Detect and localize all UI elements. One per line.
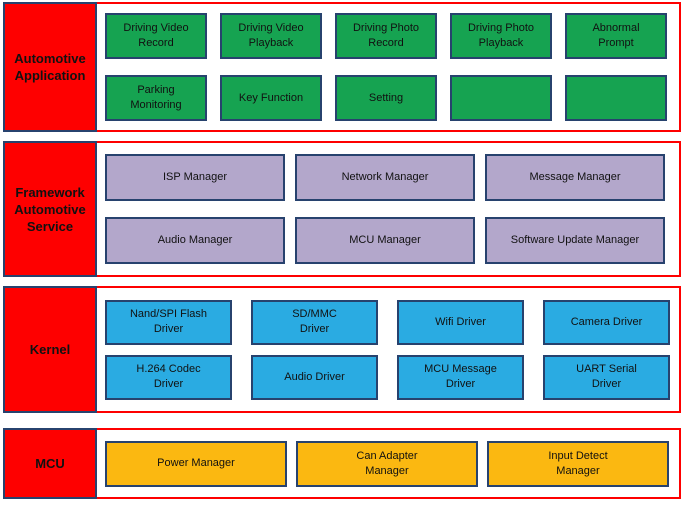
box-parking-monitoring: Parking Monitoring <box>105 75 207 121</box>
layer-mcu: MCU Power Manager Can Adapter Manager In… <box>3 428 681 499</box>
box-driving-video-record: Driving Video Record <box>105 13 207 59</box>
layer-content-mcu: Power Manager Can Adapter Manager Input … <box>105 430 679 497</box>
box-network-manager: Network Manager <box>295 154 475 201</box>
layer-label-kernel: Kernel <box>3 286 97 413</box>
box-driving-video-playback: Driving Video Playback <box>220 13 322 59</box>
box-row: ISP Manager Network Manager Message Mana… <box>105 154 679 201</box>
box-audio-driver: Audio Driver <box>251 354 378 400</box>
box-driving-photo-playback: Driving Photo Playback <box>450 13 552 59</box>
layer-content-kernel: Nand/SPI Flash Driver SD/MMC Driver Wifi… <box>105 288 679 411</box>
box-mcu-manager: MCU Manager <box>295 217 475 264</box>
box-message-manager: Message Manager <box>485 154 665 201</box>
box-empty-1 <box>450 75 552 121</box>
layer-content-automotive-application: Driving Video Record Driving Video Playb… <box>105 4 679 130</box>
layer-kernel: Kernel Nand/SPI Flash Driver SD/MMC Driv… <box>3 286 681 413</box>
box-power-manager: Power Manager <box>105 440 287 487</box>
layer-framework-automotive-service: Framework Automotive Service ISP Manager… <box>3 141 681 277</box>
box-mcu-message-driver: MCU Message Driver <box>397 354 524 400</box>
box-driving-photo-record: Driving Photo Record <box>335 13 437 59</box>
box-can-adapter-manager: Can Adapter Manager <box>296 440 478 487</box>
box-row: Parking Monitoring Key Function Setting <box>105 75 679 121</box>
box-isp-manager: ISP Manager <box>105 154 285 201</box>
box-setting: Setting <box>335 75 437 121</box>
layer-automotive-application: Automotive Application Driving Video Rec… <box>3 2 681 132</box>
box-nand-spi-flash-driver: Nand/SPI Flash Driver <box>105 299 232 345</box>
box-row: H.264 Codec Driver Audio Driver MCU Mess… <box>105 354 679 400</box>
box-wifi-driver: Wifi Driver <box>397 299 524 345</box>
box-sd-mmc-driver: SD/MMC Driver <box>251 299 378 345</box>
box-key-function: Key Function <box>220 75 322 121</box>
box-row: Nand/SPI Flash Driver SD/MMC Driver Wifi… <box>105 299 679 345</box>
box-audio-manager: Audio Manager <box>105 217 285 264</box>
box-input-detect-manager: Input Detect Manager <box>487 440 669 487</box>
box-row: Power Manager Can Adapter Manager Input … <box>105 440 679 487</box>
layer-label-mcu: MCU <box>3 428 97 499</box>
box-h264-codec-driver: H.264 Codec Driver <box>105 354 232 400</box>
layer-content-framework-automotive-service: ISP Manager Network Manager Message Mana… <box>105 143 679 275</box>
box-software-update-manager: Software Update Manager <box>485 217 665 264</box>
box-abnormal-prompt: Abnormal Prompt <box>565 13 667 59</box>
box-row: Driving Video Record Driving Video Playb… <box>105 13 679 59</box>
box-row: Audio Manager MCU Manager Software Updat… <box>105 217 679 264</box>
box-camera-driver: Camera Driver <box>543 299 670 345</box>
layer-label-automotive-application: Automotive Application <box>3 2 97 132</box>
box-empty-2 <box>565 75 667 121</box>
layer-label-framework-automotive-service: Framework Automotive Service <box>3 141 97 277</box>
box-uart-serial-driver: UART Serial Driver <box>543 354 670 400</box>
